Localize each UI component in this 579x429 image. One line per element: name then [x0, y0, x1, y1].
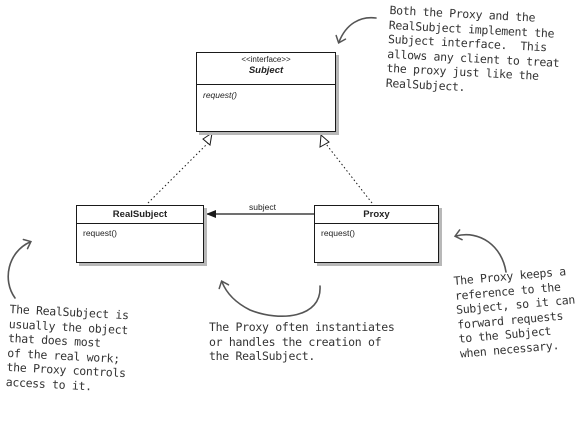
- realsubject-methods: request(): [77, 224, 203, 242]
- subject-stereotype: <<interface>>: [241, 55, 291, 64]
- realization-arrowhead-right: [319, 133, 330, 148]
- realization-arrowhead-left: [202, 131, 213, 146]
- note-proxy: The Proxy keeps a reference to the Subje…: [453, 264, 576, 361]
- sketch-arrow-proxy: [453, 229, 507, 273]
- sketch-arrow-creation: [218, 279, 321, 317]
- realsubject-header: RealSubject: [77, 206, 203, 224]
- note-interface: Both the Proxy and the RealSubject imple…: [385, 3, 560, 94]
- sketch-arrow-interface: [335, 16, 377, 45]
- note-creation: The Proxy often instantiates or handles …: [209, 320, 395, 363]
- proxy-methods: request(): [315, 224, 438, 242]
- subject-interface-box: <<interface>> Subject request(): [196, 52, 336, 132]
- proxy-method: request(): [321, 228, 356, 238]
- realsubject-name: RealSubject: [112, 209, 168, 220]
- realization-line-realsubject: [147, 141, 210, 204]
- proxy-header: Proxy: [315, 206, 438, 224]
- realization-line-proxy: [325, 143, 373, 204]
- realsubject-class-box: RealSubject request(): [76, 205, 204, 263]
- proxy-class-box: Proxy request(): [314, 205, 439, 263]
- sketch-arrow-realsubject: [7, 238, 32, 299]
- proxy-name: Proxy: [363, 209, 390, 220]
- realsubject-method: request(): [83, 228, 118, 238]
- subject-header: <<interface>> Subject: [197, 53, 335, 85]
- note-realsubject: The RealSubject is usually the object th…: [5, 302, 130, 393]
- subject-name: Subject: [248, 65, 284, 76]
- subject-method: request(): [203, 90, 238, 100]
- association-label: subject: [249, 202, 276, 212]
- subject-methods: request(): [197, 85, 335, 104]
